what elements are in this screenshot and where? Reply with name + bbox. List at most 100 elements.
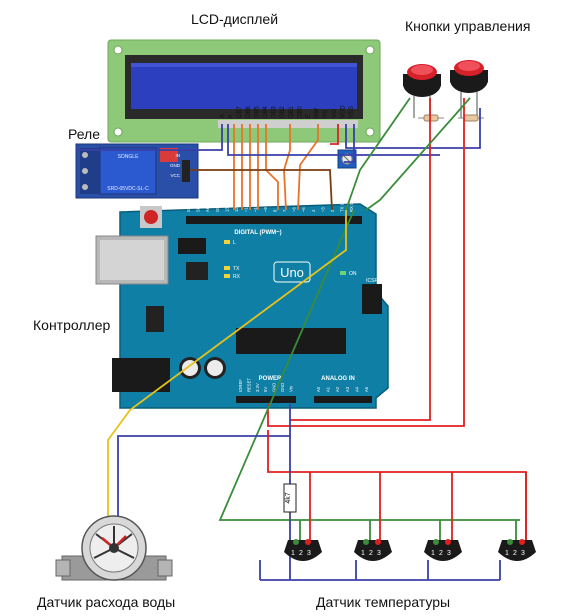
sensor-pin-dot xyxy=(519,539,525,545)
power-pin-label: GND xyxy=(280,383,285,392)
sensor-pin-dot xyxy=(375,539,381,545)
analog-pin-label: A4 xyxy=(354,386,359,392)
digital-pin-label: ~3 xyxy=(320,207,325,212)
sensor-pin-label: 2 xyxy=(299,550,303,557)
digital-pin-label: 2 xyxy=(330,209,335,212)
resistor-label: 4k7 xyxy=(285,492,292,503)
lcd-pin-label: DB5 xyxy=(254,106,260,118)
sensor-pin-label: 3 xyxy=(377,550,381,557)
digital-pin-label: ~9 xyxy=(263,207,268,212)
power-pin-label: IOREF xyxy=(238,379,243,392)
sensor-pin-dot xyxy=(363,539,369,545)
sensor-pin-label: 2 xyxy=(513,550,517,557)
sensor-pin-label: 3 xyxy=(307,550,311,557)
sensor-pin-label: 3 xyxy=(447,550,451,557)
sensor-pin-dot xyxy=(507,539,513,545)
digital-pin-label: SDA xyxy=(196,203,201,212)
analog-label: ANALOG IN xyxy=(321,376,355,382)
digital-pin-label: TX 1 xyxy=(340,202,345,212)
sensor-pin-label: 1 xyxy=(291,550,295,557)
water-flow-sensor xyxy=(55,515,173,581)
pullup-resistor: 4k7 xyxy=(283,483,297,513)
relay-pin-label: IN xyxy=(176,153,181,158)
digital-pin-label: ~6 xyxy=(292,207,297,212)
lcd-pin-label: A xyxy=(220,114,226,118)
analog-pin-label: A3 xyxy=(345,386,350,392)
digital-pin-label: 8 xyxy=(272,209,277,212)
sensor-pin-label: 2 xyxy=(369,550,373,557)
digital-pin-label: GND xyxy=(215,203,220,212)
control-button-2 xyxy=(450,60,488,118)
sensor-body xyxy=(498,540,536,561)
sensor-body xyxy=(354,540,392,561)
led-labels: L TX RX ON xyxy=(233,240,357,280)
button-resistor-1 xyxy=(418,114,444,122)
digital-pin-label: ~11 xyxy=(244,205,249,212)
controller-label: Контроллер xyxy=(33,317,111,333)
lcd-pin-label: DB3 xyxy=(272,106,278,118)
arduino-board: ICSP L TX RX ON Uno SCL SDA AREF GND 13 12 ~11 ~10… xyxy=(95,200,389,409)
lcd-pin-label: RW xyxy=(315,108,321,118)
power-pin-label: RESET xyxy=(246,378,251,392)
lcd-display-label: LCD-дисплей xyxy=(191,11,279,27)
lcd-pin-label: K xyxy=(229,114,235,118)
sensor-pin-label: 2 xyxy=(439,550,443,557)
uno-logo-text: Uno xyxy=(280,265,304,280)
lcd-pin-label: VO xyxy=(332,109,338,118)
analog-pin-label: A5 xyxy=(364,386,369,392)
power-pin-label: 5V xyxy=(263,387,268,392)
lcd-pin-label: VSS xyxy=(349,106,355,118)
lcd-pin-label: RS xyxy=(323,110,329,118)
lcd-pin-label: DB0 xyxy=(297,106,303,118)
control-button-1 xyxy=(403,64,441,118)
led-label: L xyxy=(233,240,236,246)
lcd-pin-label: VDD xyxy=(340,105,346,118)
digital-pin-label: SCL xyxy=(186,203,191,212)
relay-pin-label: GND xyxy=(170,163,181,168)
digital-pin-label: AREF xyxy=(205,200,210,212)
sensor-body xyxy=(284,540,322,561)
power-pin-label: Vin xyxy=(288,385,293,392)
relay-pin-label: VCC xyxy=(170,173,180,178)
relay-model-text: SRD-05VDC-SL-C xyxy=(107,186,149,192)
digital-pin-label: 12 xyxy=(234,207,239,212)
power-pin-label: GND xyxy=(272,383,277,392)
relay-brand-text: SONGLE xyxy=(118,154,140,160)
led-label: RX xyxy=(233,274,241,280)
digital-pin-label: 7 xyxy=(282,209,287,212)
lcd-pin-label: DB2 xyxy=(280,106,286,118)
power-label: POWER xyxy=(259,376,282,382)
control-buttons-label: Кнопки управления xyxy=(405,18,531,34)
sensor-pin-label: 3 xyxy=(521,550,525,557)
digital-pin-label: ~10 xyxy=(253,204,258,212)
sensor-pin-label: 1 xyxy=(431,550,435,557)
led-label: TX xyxy=(233,266,240,272)
lcd-pin-header xyxy=(218,120,358,128)
lcd-pin-label: DB7 xyxy=(237,106,243,118)
digital-pin-label: 4 xyxy=(311,209,316,212)
digital-label: DIGITAL (PWM~) xyxy=(234,230,281,236)
sensor-pin-dot xyxy=(305,539,311,545)
temperature-sensor-label: Датчик температуры xyxy=(316,594,451,610)
icsp-label: ICSP xyxy=(366,278,378,284)
power-pin-label: 3.3V xyxy=(255,383,260,392)
analog-pin-label: A2 xyxy=(335,386,340,392)
sensor-pin-dot xyxy=(445,539,451,545)
digital-pin-label: 13 xyxy=(224,207,229,212)
sensor-pin-label: 1 xyxy=(361,550,365,557)
relay-module: SONGLE SRD-05VDC-SL-C IN GND VCC xyxy=(75,143,199,199)
sensor-pin-dot xyxy=(433,539,439,545)
led-label: ON xyxy=(349,271,357,277)
relay-label: Реле xyxy=(68,126,100,142)
